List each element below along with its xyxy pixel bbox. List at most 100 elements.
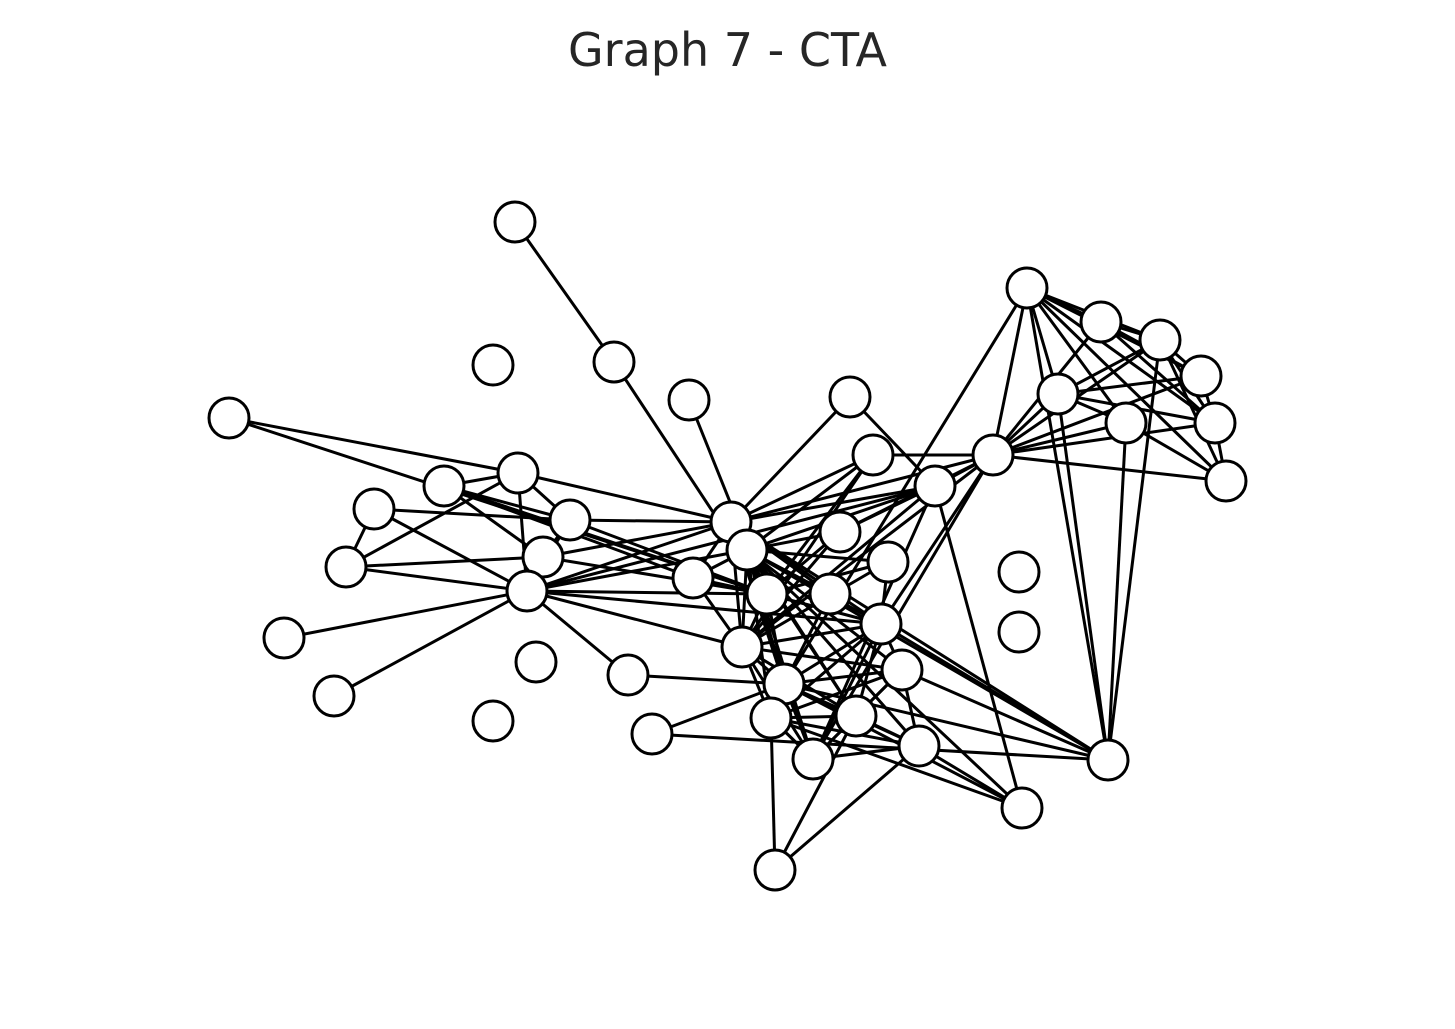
- graph-edge-n8-n14: [345, 555, 544, 569]
- graph-node-n6: [422, 464, 466, 508]
- graph-edge-n23-n22: [730, 453, 874, 524]
- graph-node-n31: [880, 648, 924, 692]
- graph-edge-n42-n43: [991, 287, 1029, 456]
- graph-edge-n28-n31: [741, 645, 903, 672]
- graph-node-n16: [671, 556, 715, 600]
- graph-node-n34: [791, 737, 835, 781]
- graph-edge-n31-n38: [901, 668, 1109, 762]
- graph-edge-n23-n21: [729, 395, 852, 524]
- graph-edge-n15-n23: [526, 520, 732, 593]
- graph-node-n32: [749, 696, 793, 740]
- graph-node-n37: [1000, 786, 1044, 830]
- graph-edge-n5-n12: [228, 416, 519, 475]
- graph-edge-n43-n49: [1026, 286, 1216, 425]
- graph-node-n19: [630, 712, 674, 756]
- graph-node-n42: [971, 433, 1015, 477]
- graph-node-n50: [1204, 459, 1248, 503]
- graph-node-n40: [997, 610, 1041, 654]
- graph-edge-n15-n10: [333, 589, 528, 698]
- graph-nodes: [207, 200, 1248, 892]
- graph-edge-n44-n49: [1100, 320, 1216, 425]
- graph-edge-n28-n29: [741, 622, 882, 649]
- graph-node-n2: [592, 340, 636, 384]
- graph-edge-n38-n43: [1025, 287, 1110, 761]
- graph-edge-n28-n41: [741, 484, 936, 649]
- graph-edge-n1-n2: [513, 221, 616, 363]
- graph-node-n9: [262, 616, 306, 660]
- graph-node-n7: [352, 487, 396, 531]
- graph-edge-n12-n23: [517, 471, 732, 524]
- graph-edge-n42-n50: [992, 453, 1227, 483]
- graph-node-n5: [207, 396, 251, 440]
- graph-edge-n13-n23: [569, 518, 732, 524]
- graph-node-n21: [828, 375, 872, 419]
- graph-node-n11: [514, 640, 558, 684]
- graph-edge-n38-n46: [1056, 393, 1110, 761]
- graph-node-n29: [859, 602, 903, 646]
- graph-node-n27: [745, 572, 789, 616]
- graph-node-n49: [1193, 401, 1237, 445]
- graph-edge-n14-n23: [542, 520, 732, 559]
- graph-edge-n13-n27: [569, 518, 768, 596]
- graph-node-n33: [834, 694, 878, 738]
- graph-node-n13: [548, 498, 592, 542]
- graph-edge-n15-n9: [283, 589, 528, 640]
- graph-node-n12: [496, 451, 540, 495]
- graph-node-n43: [1005, 266, 1049, 310]
- graph-edge-n31-n32: [770, 668, 903, 720]
- graph-edge-n12-n8: [345, 471, 519, 569]
- graph-node-n3: [471, 343, 515, 387]
- graph-edge-n7-n15: [373, 507, 528, 593]
- graph-node-n44: [1079, 300, 1123, 344]
- graph-edge-n46-n48: [1057, 374, 1202, 396]
- graph-edge-n15-n24: [526, 548, 748, 593]
- graph-node-n10: [312, 674, 356, 718]
- graph-edge-n15-n27: [526, 589, 768, 596]
- graph-edge-n45-n50: [1158, 339, 1228, 482]
- graph-edge-n42-n49: [992, 421, 1216, 457]
- graph-node-n28: [720, 625, 764, 669]
- graph-node-n35: [753, 848, 797, 892]
- graph-node-n17: [471, 699, 515, 743]
- graph-edge-n23-n41: [730, 484, 936, 524]
- graph-edge-n42-n48: [992, 374, 1202, 457]
- graph-node-n25: [818, 510, 862, 554]
- graph-edge-n29-n38: [880, 622, 1109, 762]
- graph-edge-n32-n37: [770, 716, 1023, 810]
- graph-node-n48: [1179, 354, 1223, 398]
- graph-node-n20: [866, 540, 910, 584]
- graph-node-n45: [1138, 318, 1182, 362]
- graph-edge-n30-n18: [627, 673, 785, 686]
- graph-node-n24: [725, 528, 769, 572]
- graph-node-n26: [808, 572, 852, 616]
- graph-edge-n8-n15: [345, 565, 528, 593]
- graph-edge-n42-n47: [992, 421, 1127, 457]
- graph-edge-n14-n27: [542, 555, 768, 596]
- graph-node-n15: [505, 569, 549, 613]
- graph-edge-n15-n28: [526, 589, 743, 649]
- graph-edge-n36-n35: [774, 744, 920, 872]
- graph-node-n47: [1104, 401, 1148, 445]
- graph-node-n18: [606, 653, 650, 697]
- graph-edge-n30-n43: [782, 287, 1029, 685]
- graph-edge-n32-n35: [769, 717, 777, 871]
- graph-edge-n30-n19: [651, 682, 785, 736]
- graph-node-n1: [493, 200, 537, 244]
- graph-edge-n23-n42: [730, 453, 994, 524]
- graph-edge-n33-n35: [773, 715, 858, 871]
- graph-edge-n38-n47: [1106, 422, 1128, 761]
- graph-edge-n24-n20: [746, 548, 889, 564]
- graph-node-n38: [1086, 738, 1130, 782]
- graph-edge-n38-n30: [783, 682, 1109, 762]
- graph-edge-n29-n42: [879, 454, 995, 625]
- graph-node-n46: [1036, 372, 1080, 416]
- page-title: Graph 7 - CTA: [568, 23, 887, 77]
- graph-node-n41: [913, 464, 957, 508]
- graph-edge-n43-n47: [1025, 287, 1128, 424]
- graph-node-n36: [897, 724, 941, 768]
- graph-node-n4: [667, 378, 711, 422]
- graph-node-n22: [851, 433, 895, 477]
- graph-node-n8: [324, 545, 368, 589]
- graph-edge-n38-n19: [651, 732, 1109, 762]
